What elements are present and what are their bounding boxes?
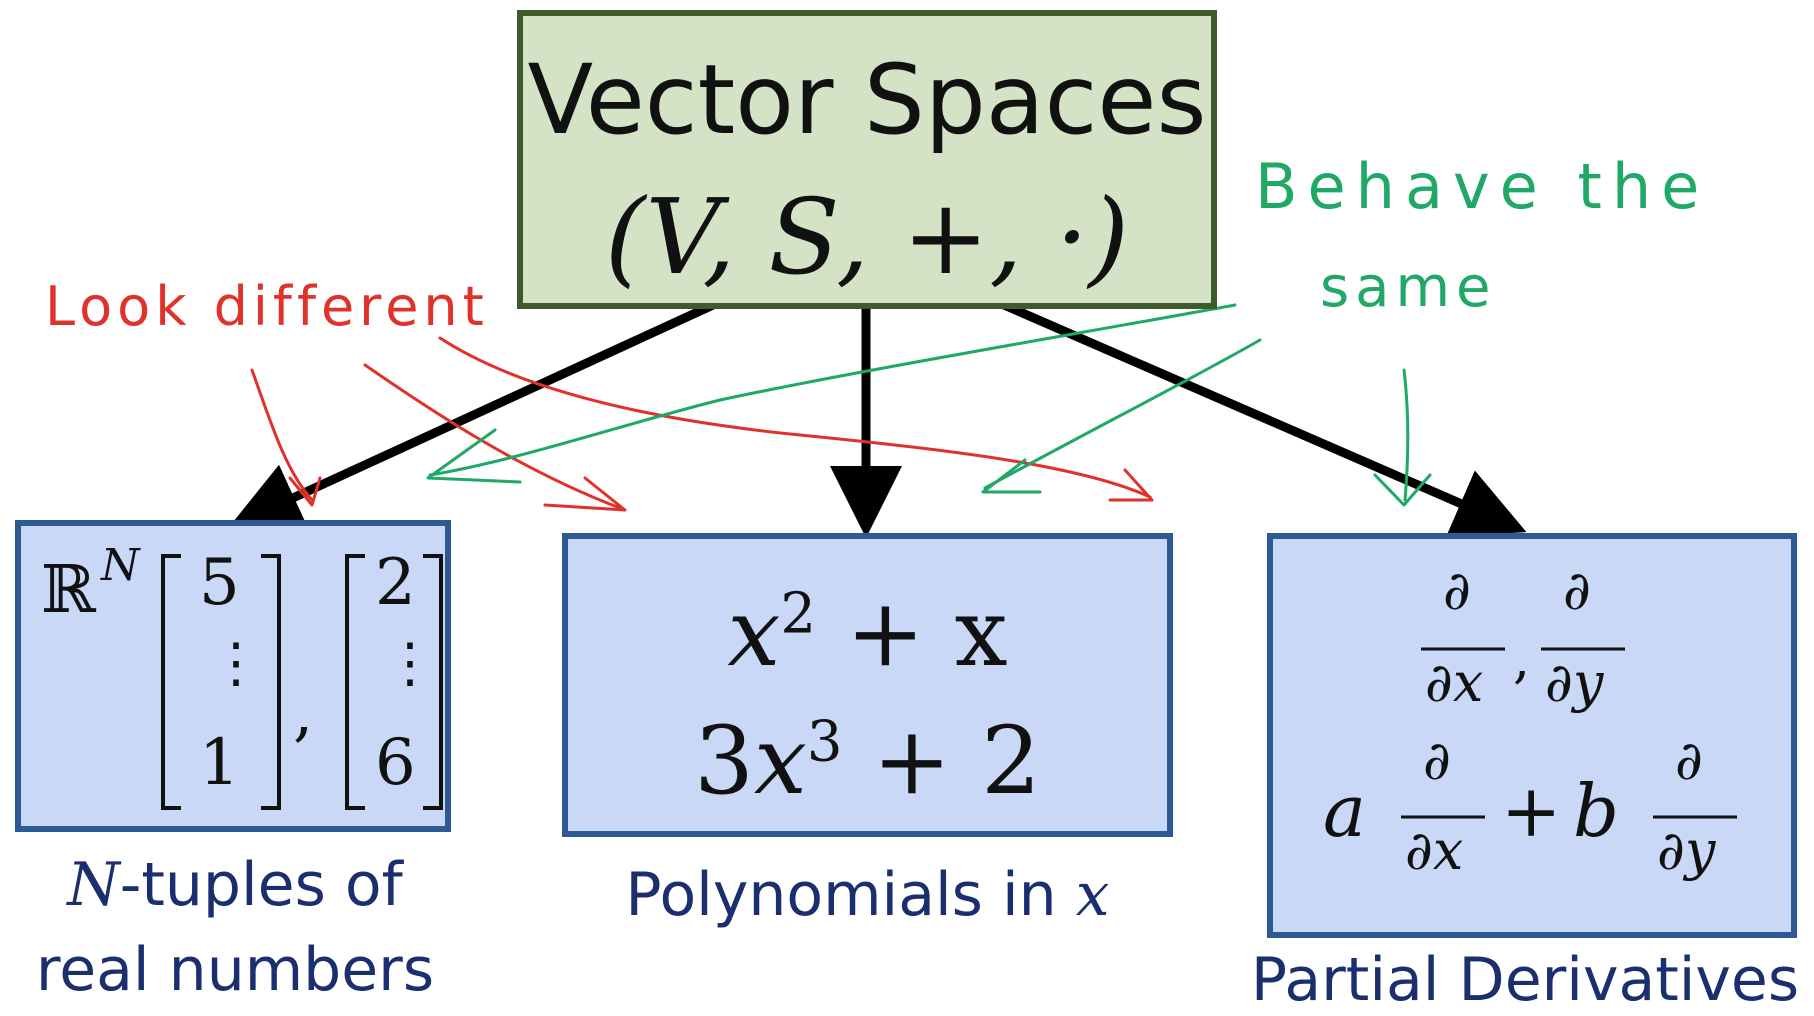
vector1-entry-top: 5 bbox=[199, 546, 240, 620]
partial-separator: , bbox=[1513, 627, 1531, 690]
vector-separator: , bbox=[293, 676, 314, 750]
vector1-entry-dots: ⋮ bbox=[209, 631, 263, 694]
green-arrow-3 bbox=[1402, 368, 1410, 502]
red-arrow-1 bbox=[250, 368, 314, 502]
fraction-bars bbox=[1401, 647, 1737, 819]
vector2-entry-dots: ⋮ bbox=[383, 631, 437, 694]
vector-brackets bbox=[161, 554, 443, 810]
connector-arrow-right bbox=[1002, 300, 1527, 537]
coefficient-a: a bbox=[1323, 769, 1366, 853]
poly1-base: x bbox=[727, 579, 781, 688]
polynomial-line1: x2 + x bbox=[568, 579, 1167, 688]
vector-spaces-title: Vector Spaces bbox=[527, 44, 1207, 156]
red-handwritten-arrows bbox=[250, 336, 1154, 512]
green-arrow-2 bbox=[983, 338, 1262, 490]
polynomials-caption: Polynomials in x bbox=[562, 860, 1173, 930]
partial-num-2: ∂ bbox=[1563, 559, 1591, 622]
partial-den-y-2: ∂y bbox=[1657, 819, 1716, 882]
vector2-entry-bottom: 6 bbox=[375, 726, 416, 800]
caption-variable-n: N bbox=[67, 850, 120, 920]
vector2-entry-top: 2 bbox=[375, 546, 416, 620]
coefficient-b: b bbox=[1573, 769, 1620, 853]
annotation-same: same bbox=[1320, 255, 1497, 320]
partial-num-4: ∂ bbox=[1675, 729, 1703, 792]
caption-tuples-text: -tuples of bbox=[119, 850, 403, 920]
polynomials-box: x2 + x 3x3 + 2 bbox=[562, 533, 1173, 837]
partial-den-x-1: ∂x bbox=[1425, 651, 1484, 714]
vector-spaces-box: Vector Spaces (V, S, +, ·) bbox=[517, 10, 1217, 309]
poly1-rest: + x bbox=[845, 579, 1008, 688]
partial-num-3: ∂ bbox=[1423, 729, 1451, 792]
partial-den-x-2: ∂x bbox=[1405, 819, 1464, 882]
poly2-coef: 3 bbox=[694, 707, 754, 816]
n-tuples-caption-line2: real numbers bbox=[35, 935, 435, 1005]
plus-sign: + bbox=[1501, 769, 1562, 853]
n-tuples-caption-line1: N-tuples of bbox=[20, 850, 450, 920]
poly2-exponent: 3 bbox=[806, 709, 843, 775]
annotation-look-different: Look different bbox=[45, 275, 489, 338]
polynomials-caption-variable: x bbox=[1075, 860, 1110, 930]
annotation-behave-the: Behave the bbox=[1255, 150, 1710, 223]
connector-arrow-left bbox=[228, 300, 715, 531]
real-numbers-symbol: ℝ bbox=[41, 551, 96, 628]
partial-derivatives-box: ∂ ∂x , ∂ ∂y a ∂ ∂x + b ∂ ∂y bbox=[1267, 533, 1797, 938]
red-arrow-2 bbox=[363, 363, 622, 510]
n-tuples-box: ℝ N 5 ⋮ 1 , 2 ⋮ 6 bbox=[15, 520, 451, 832]
polynomials-caption-text: Polynomials in bbox=[625, 860, 1076, 930]
poly1-exponent: 2 bbox=[780, 581, 817, 647]
green-handwritten-arrows bbox=[426, 303, 1432, 507]
vector-spaces-tuple: (V, S, +, ·) bbox=[604, 176, 1130, 298]
vector1-entry-bottom: 1 bbox=[199, 726, 240, 800]
partial-num-1: ∂ bbox=[1443, 559, 1471, 622]
real-numbers-superscript: N bbox=[101, 540, 140, 591]
poly2-rest: + 2 bbox=[872, 707, 1041, 816]
partial-den-y-1: ∂y bbox=[1545, 651, 1604, 714]
red-arrow-3 bbox=[438, 336, 1152, 499]
partial-derivatives-caption: Partial Derivatives bbox=[1250, 945, 1800, 1015]
polynomial-line2: 3x3 + 2 bbox=[568, 707, 1167, 816]
green-arrow-1 bbox=[428, 303, 1237, 477]
poly2-base: x bbox=[753, 707, 807, 816]
